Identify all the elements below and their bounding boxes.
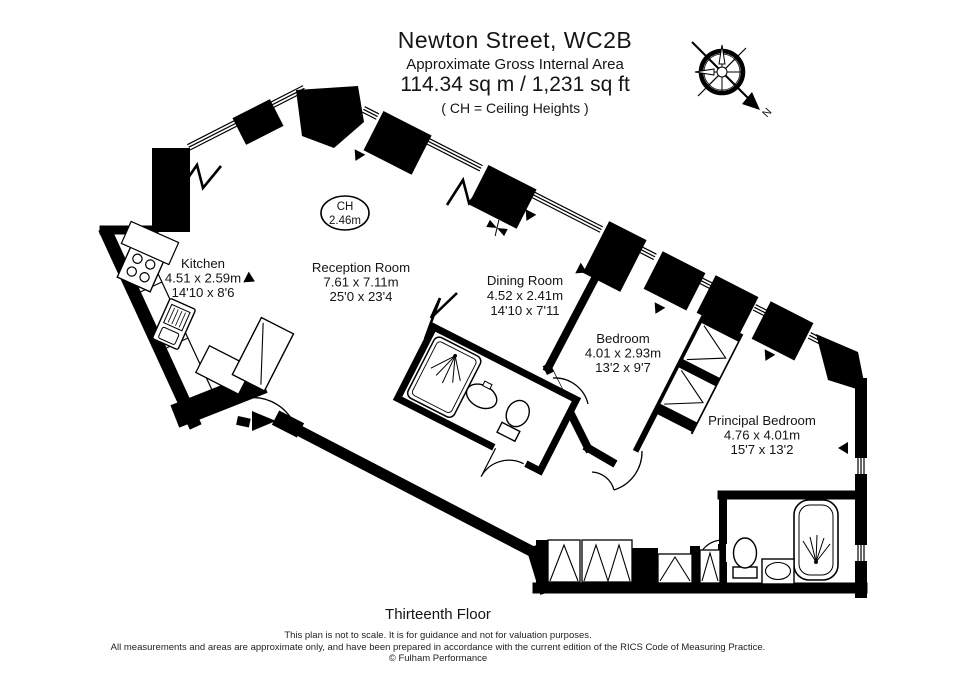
compass-needle [742,92,760,110]
kitchen-fittings [116,220,295,396]
ceiling-height-badge: CH 2.46m [320,195,370,231]
compass-north-label: N [759,105,773,119]
interior-walls [542,240,862,590]
page-subtitle: Approximate Gross Internal Area [406,56,624,73]
basin [764,561,792,581]
svg-text:Dining Room: Dining Room [487,273,563,288]
principal-door-arc [613,450,643,491]
shower-room-door-arc [480,447,524,478]
svg-text:15'7 x 13'2: 15'7 x 13'2 [731,442,794,457]
window-band-top-right [361,106,825,346]
svg-text:Principal Bedroom: Principal Bedroom [708,413,816,428]
door-arcs [246,377,643,491]
label-kitchen: Kitchen 4.51 x 2.59m 14'10 x 8'6 [165,256,241,300]
svg-text:13'2 x 9'7: 13'2 x 9'7 [595,360,651,375]
svg-text:4.52 x 2.41m: 4.52 x 2.41m [487,288,563,303]
toilet [505,399,531,428]
wall-ticks [243,149,848,454]
wardrobe-wall [632,310,744,453]
disclaimer: This plan is not to scale. It is for gui… [18,630,858,665]
page-title: Newton Street, WC2B [397,27,633,53]
svg-text:4.01 x 2.93m: 4.01 x 2.93m [585,346,661,361]
ch-value: 2.46m [329,215,361,227]
entrance-door-arc [246,396,297,430]
entrance-arrow-icon [236,411,276,431]
exterior-walls [98,225,868,598]
pier-top-left [152,148,190,232]
label-reception-room: Reception Room 7.61 x 7.11m 25'0 x 23'4 [312,260,410,304]
floor-name: Thirteenth Floor [385,606,491,623]
pier-right-corner [816,334,866,392]
vent-symbol [486,219,508,237]
svg-text:Bedroom: Bedroom [596,331,650,346]
bedroom-door-arc [552,377,589,405]
disclaimer-line-2: All measurements and areas are approxima… [110,641,766,653]
label-principal-bedroom: Principal Bedroom 4.76 x 4.01m 15'7 x 13… [708,413,816,457]
zigzag-symbols [177,161,488,340]
label-bedroom: Bedroom 4.01 x 2.93m 13'2 x 9'7 [585,331,661,375]
gross-area-text: 114.34 sq m / 1,231 sq ft [400,73,630,96]
ch-label: CH [337,201,354,213]
svg-text:4.51 x 2.59m: 4.51 x 2.59m [165,271,241,286]
svg-text:14'10 x 7'11: 14'10 x 7'11 [490,303,559,318]
svg-text:25'0 x 23'4: 25'0 x 23'4 [330,289,393,304]
compass-rose: N [691,41,773,119]
svg-text:7.61 x 7.11m: 7.61 x 7.11m [323,275,398,290]
shower-room [392,322,582,478]
svg-text:4.76 x 4.01m: 4.76 x 4.01m [724,428,800,443]
ensuite-fittings [696,499,839,585]
bathtub [793,499,839,581]
label-dining-room: Dining Room 4.52 x 2.41m 14'10 x 7'11 [487,273,563,318]
ensuite-door-arc [696,539,724,567]
svg-text:14'10 x 8'6: 14'10 x 8'6 [172,285,235,300]
toilet-cistern [496,421,521,443]
ceiling-height-note: ( CH = Ceiling Heights ) [441,100,589,116]
svg-text:Kitchen: Kitchen [181,256,225,271]
sink [152,298,196,350]
pier-peak [296,86,364,148]
room-labels: Kitchen 4.51 x 2.59m 14'10 x 8'6 Recepti… [165,256,816,457]
wall-dining-bedroom [542,240,618,374]
kitchen-counter [120,220,180,266]
hall-closets [547,539,721,584]
wardrobe-bay [658,365,717,425]
copyright: © Fulham Performance [388,653,488,664]
disclaimer-line-1: This plan is not to scale. It is for gui… [284,630,592,641]
toilet [732,537,758,569]
wardrobe-bay [681,321,740,380]
shower-head-icon [430,353,461,384]
pantry-cupboard [231,316,295,392]
svg-text:Reception Room: Reception Room [312,260,410,275]
